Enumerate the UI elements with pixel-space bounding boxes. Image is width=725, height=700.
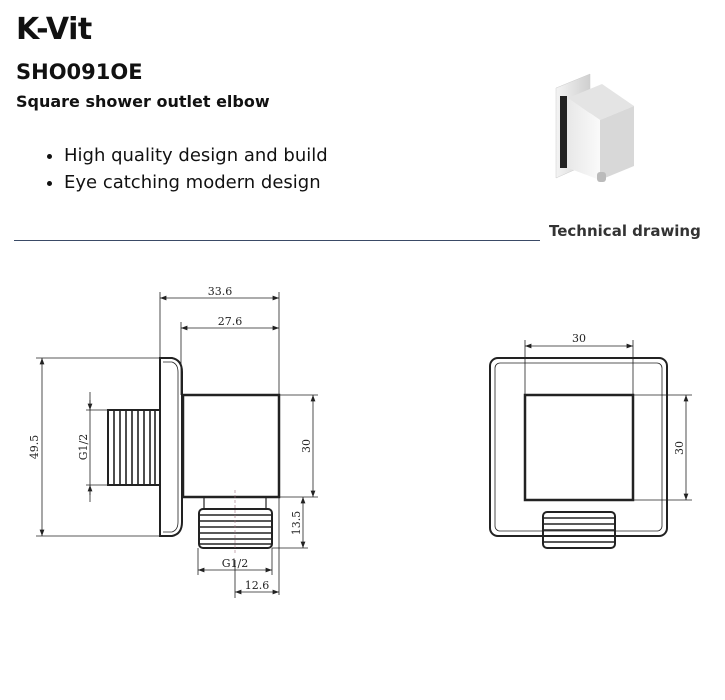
dim-outlet-offset: 12.6 (245, 579, 270, 592)
dim-inlet-thread: G1/2 (77, 434, 90, 461)
brand-name: K-Vit (16, 12, 92, 47)
side-view (36, 292, 318, 598)
dim-body-height: 30 (300, 439, 313, 453)
product-description: Square shower outlet elbow (16, 92, 270, 111)
product-photo (555, 73, 634, 182)
dim-overall-height: 49.5 (28, 435, 41, 460)
dim-front-height: 30 (673, 441, 686, 455)
dim-body-depth: 27.6 (218, 315, 243, 328)
section-divider (14, 240, 540, 241)
feature-list: High quality design and build Eye catchi… (40, 142, 328, 196)
feature-item: High quality design and build (64, 142, 328, 169)
section-title: Technical drawing (549, 222, 701, 240)
dim-overall-depth: 33.6 (208, 285, 233, 298)
dim-front-width: 30 (572, 332, 586, 345)
dim-outlet-thread: G1/2 (222, 557, 249, 570)
feature-item: Eye catching modern design (64, 169, 328, 196)
product-code: SHO091OE (16, 60, 143, 84)
front-view (489, 340, 692, 549)
dim-outlet-length: 13.5 (290, 511, 303, 536)
